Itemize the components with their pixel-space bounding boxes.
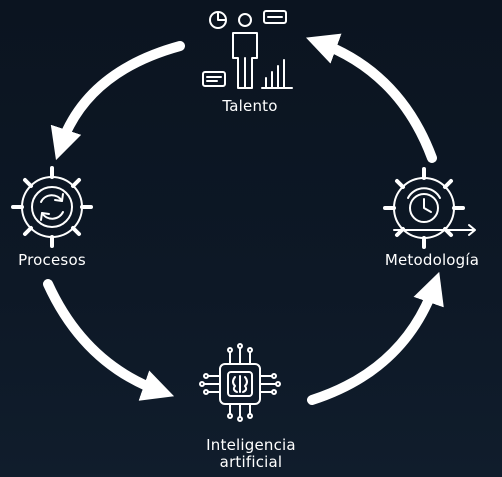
node-label-ia-line1: Inteligencia: [206, 436, 296, 454]
arrow-talento-to-procesos: [50, 41, 185, 161]
node-label-ia: Inteligencia artificial: [176, 437, 326, 471]
arrow-procesos-to-ia: [43, 279, 175, 401]
arrow-metodologia-to-talento: [305, 33, 437, 163]
gear-clock-icon: [383, 167, 476, 249]
person-analytics-icon: [202, 10, 293, 89]
node-label-metodologia: Metodología: [384, 251, 480, 269]
node-label-ia-line2: artificial: [219, 453, 283, 471]
ai-chip-icon: [199, 343, 281, 422]
gear-refresh-icon: [11, 166, 93, 248]
arrow-ia-to-metodologia: [307, 271, 444, 405]
node-label-talento: Talento: [222, 97, 278, 115]
node-label-procesos: Procesos: [18, 251, 86, 269]
